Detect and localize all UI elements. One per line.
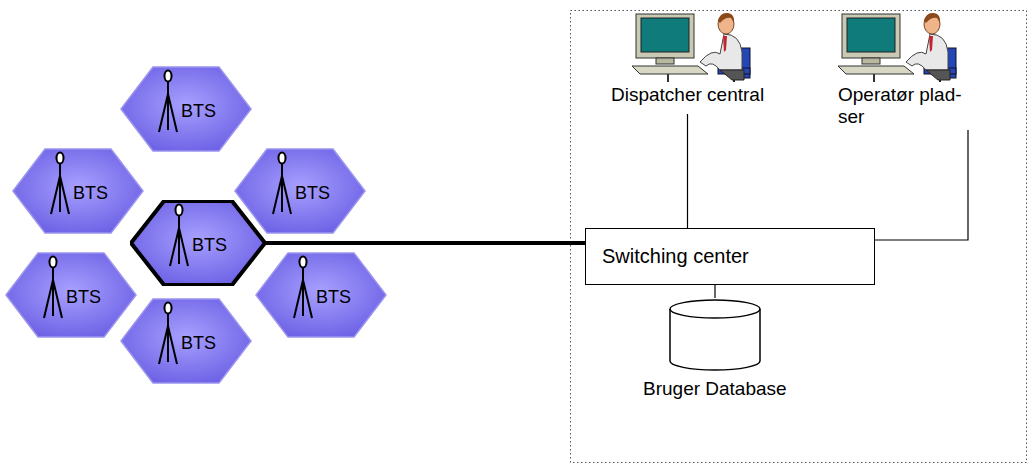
database-cylinder: Bruger Database bbox=[635, 298, 795, 404]
bts-cell: BTS bbox=[130, 200, 266, 286]
node-label: Switching center bbox=[602, 245, 749, 268]
bts-cell: BTS bbox=[12, 148, 144, 234]
node-label: Dispatcher central bbox=[611, 84, 764, 106]
node-label: Bruger Database bbox=[643, 378, 787, 400]
cell-label: BTS bbox=[66, 287, 101, 308]
workstation: Operatør plad- ser bbox=[830, 4, 980, 130]
node-label: Operatør plad- ser bbox=[838, 84, 976, 128]
cell-label: BTS bbox=[192, 235, 227, 256]
connector-line bbox=[687, 114, 688, 228]
switching-box: Switching center bbox=[585, 228, 875, 285]
cell-label: BTS bbox=[316, 287, 351, 308]
workstation: Dispatcher central bbox=[600, 4, 775, 114]
workstation-icon bbox=[600, 4, 775, 84]
cylinder-shape bbox=[635, 298, 795, 374]
workstation-icon bbox=[830, 4, 980, 84]
bts-cell: BTS bbox=[5, 252, 137, 338]
bts-cell: BTS bbox=[255, 252, 387, 338]
cell-label: BTS bbox=[295, 183, 330, 204]
connector-line bbox=[875, 130, 968, 240]
bts-cell: BTS bbox=[234, 148, 366, 234]
connector-line bbox=[714, 285, 715, 298]
bts-cell: BTS bbox=[120, 298, 252, 384]
bts-cell: BTS bbox=[120, 66, 252, 152]
cell-label: BTS bbox=[73, 183, 108, 204]
cell-label: BTS bbox=[181, 101, 216, 122]
connector-line bbox=[266, 241, 585, 245]
cell-label: BTS bbox=[181, 333, 216, 354]
